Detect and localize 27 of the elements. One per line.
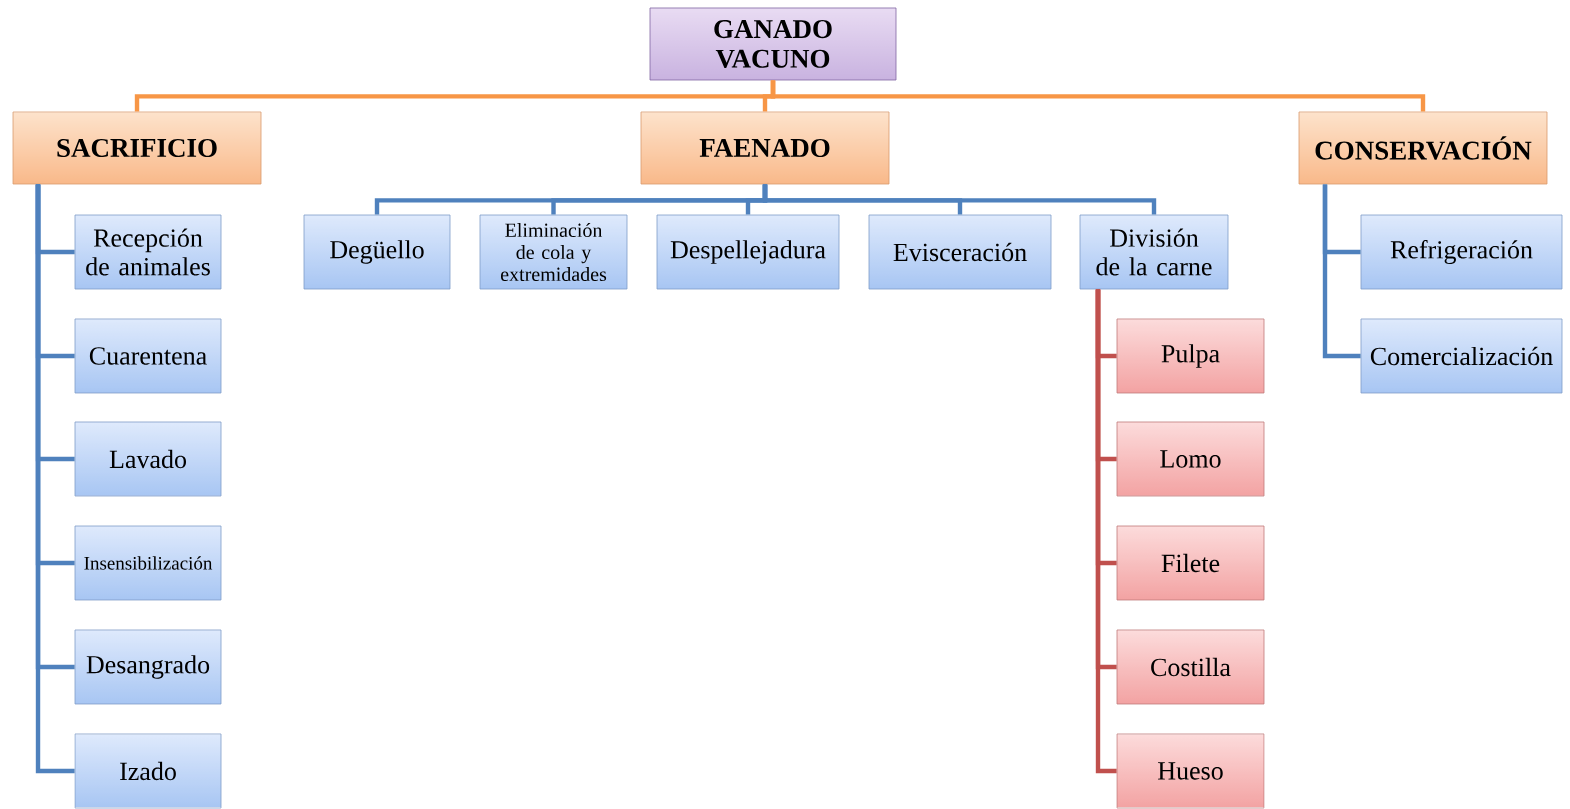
process-box: Degüello [303,214,451,290]
process-box: Recepción de animales [74,214,222,290]
connector-line [1322,184,1361,359]
process-box: Pulpa [1116,318,1265,394]
process-box: Cuarentena [74,318,222,394]
process-box: Lavado [74,421,222,497]
process-box: Hueso [1116,733,1265,809]
process-box: Costilla [1116,629,1265,705]
process-box: Comercialización [1360,318,1563,394]
process-box: Filete [1116,525,1265,601]
process-box: Despellejadura [656,214,840,290]
title-box: FAENADO [640,111,890,185]
process-box: Insensibilización [74,525,222,601]
process-box: Izado [74,733,222,809]
connector-line [1095,289,1117,774]
title-box: SACRIFICIO [12,111,262,185]
connector-line [770,80,1426,112]
process-box: Desangrado [74,629,222,705]
process-box: Evisceración [868,214,1052,290]
title-box: GANADO VACUNO [649,7,897,81]
process-box: Refrigeración [1360,214,1563,290]
connector-line [35,184,75,774]
process-box: Eliminación de cola y extremidades [479,214,628,290]
process-box: División de la carne [1079,214,1229,290]
process-box: Lomo [1116,421,1265,497]
title-box: CONSERVACIÓN [1298,111,1548,185]
connector-line [762,184,1157,215]
